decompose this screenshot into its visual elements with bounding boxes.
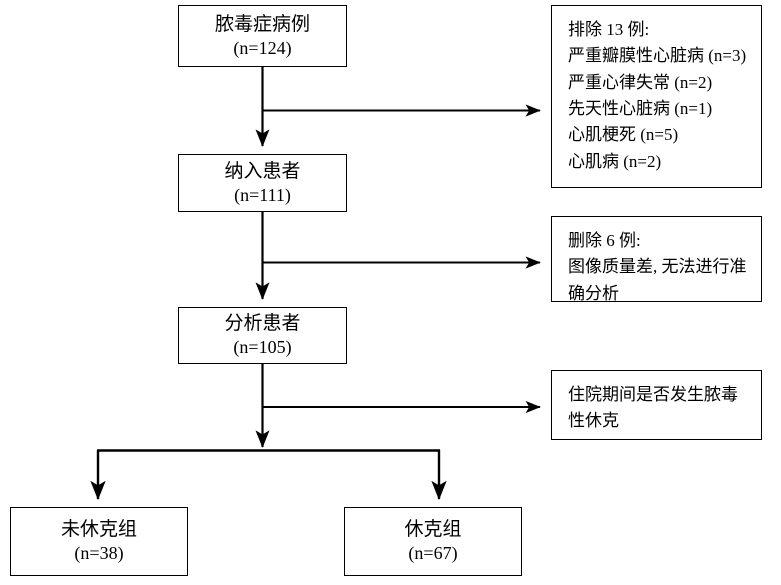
box-grouping-criterion[interactable]: 住院期间是否发生脓毒 性休克 [551, 370, 762, 440]
exclusion-item-1: 严重瓣膜性心脏病 (n=3) [568, 46, 747, 66]
node-shock-group-label: 休克组 [404, 519, 462, 541]
node-no-shock-group-count: (n=38) [74, 543, 124, 564]
edge-split-to-groups [90, 449, 447, 500]
exclusion-item-2: 严重心律失常 (n=2) [568, 72, 713, 92]
box-removal-6[interactable]: 删除 6 例: 图像质量差, 无法进行准 确分析 [551, 216, 762, 303]
node-enrolled-cases-count: (n=124) [233, 37, 292, 58]
node-analyzed-patients[interactable]: 分析患者 (n=105) [178, 307, 347, 364]
node-included-patients-label: 纳入患者 [224, 160, 301, 182]
node-enrolled-cases[interactable]: 脓毒症病例 (n=124) [178, 5, 347, 67]
node-analyzed-patients-count: (n=105) [233, 337, 292, 358]
exclusion-heading: 排除 13 例: [568, 20, 650, 39]
node-included-patients-count: (n=111) [234, 184, 291, 205]
removal-item-1: 图像质量差, 无法进行准 [568, 257, 747, 277]
node-analyzed-patients-label: 分析患者 [224, 313, 301, 335]
criterion-line-2: 性休克 [568, 411, 619, 431]
node-no-shock-group-label: 未休克组 [60, 519, 137, 541]
node-included-patients[interactable]: 纳入患者 (n=111) [178, 154, 347, 212]
node-shock-group[interactable]: 休克组 (n=67) [344, 507, 522, 576]
exclusion-item-5: 心肌病 (n=2) [568, 151, 662, 171]
exclusion-item-3: 先天性心脏病 (n=1) [568, 99, 713, 119]
removal-heading: 删除 6 例: [568, 231, 641, 250]
node-shock-group-count: (n=67) [408, 543, 458, 564]
criterion-line-1: 住院期间是否发生脓毒 [568, 385, 738, 404]
removal-item-2: 确分析 [568, 283, 619, 303]
box-exclusion-13[interactable]: 排除 13 例: 严重瓣膜性心脏病 (n=3) 严重心律失常 (n=2) 先天性… [551, 5, 762, 188]
exclusion-item-4: 心肌梗死 (n=5) [568, 125, 679, 145]
node-no-shock-group[interactable]: 未休克组 (n=38) [10, 507, 188, 576]
node-enrolled-cases-label: 脓毒症病例 [214, 13, 310, 35]
